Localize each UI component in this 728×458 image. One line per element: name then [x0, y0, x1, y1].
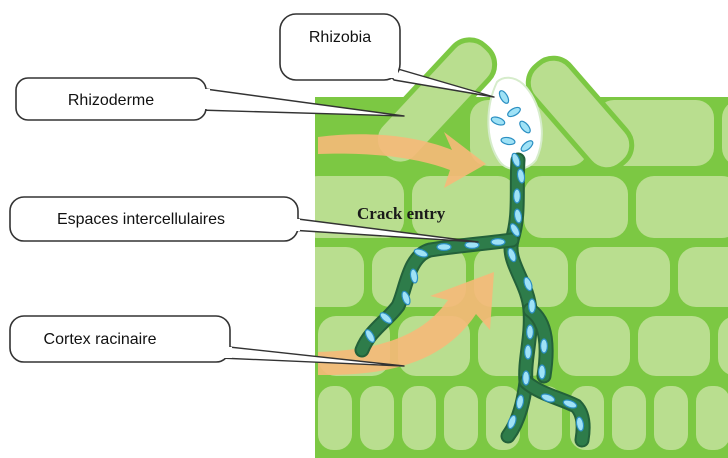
rhizobium-bacterium	[527, 325, 534, 339]
cortex-cell	[558, 316, 630, 376]
callout-espaces-label: Espaces intercellulaires	[57, 211, 225, 228]
callout-cortex-label: Cortex racinaire	[44, 331, 157, 348]
cortex-cell	[402, 386, 436, 450]
rhizobium-bacterium	[437, 244, 451, 251]
cortex-cell	[270, 247, 364, 307]
cortex-cell	[678, 247, 728, 307]
cortex-cell	[696, 386, 728, 450]
cortex-cell	[524, 176, 628, 238]
rhizobium-bacterium	[529, 299, 536, 313]
cortex-cell	[576, 247, 670, 307]
rhizobium-bacterium	[539, 365, 546, 379]
cortex-cell	[318, 386, 352, 450]
rhizobium-bacterium	[525, 345, 532, 359]
crack-entry-label: Crack entry	[357, 204, 446, 223]
cortex-cell	[638, 316, 710, 376]
rhizobium-bacterium	[523, 371, 530, 385]
cortex-cell	[636, 176, 728, 238]
cortex-cell	[612, 386, 646, 450]
cortex-cell	[360, 386, 394, 450]
callout-rhizobia-label: Rhizobia	[309, 29, 371, 46]
rhizobium-bacterium	[541, 339, 548, 353]
rhizobium-bacterium	[514, 189, 521, 203]
cortex-cell	[654, 386, 688, 450]
callout-rhizoderme-label: Rhizoderme	[68, 92, 154, 109]
cortex-cell	[444, 386, 478, 450]
rhizobium-bacterium	[491, 239, 505, 246]
